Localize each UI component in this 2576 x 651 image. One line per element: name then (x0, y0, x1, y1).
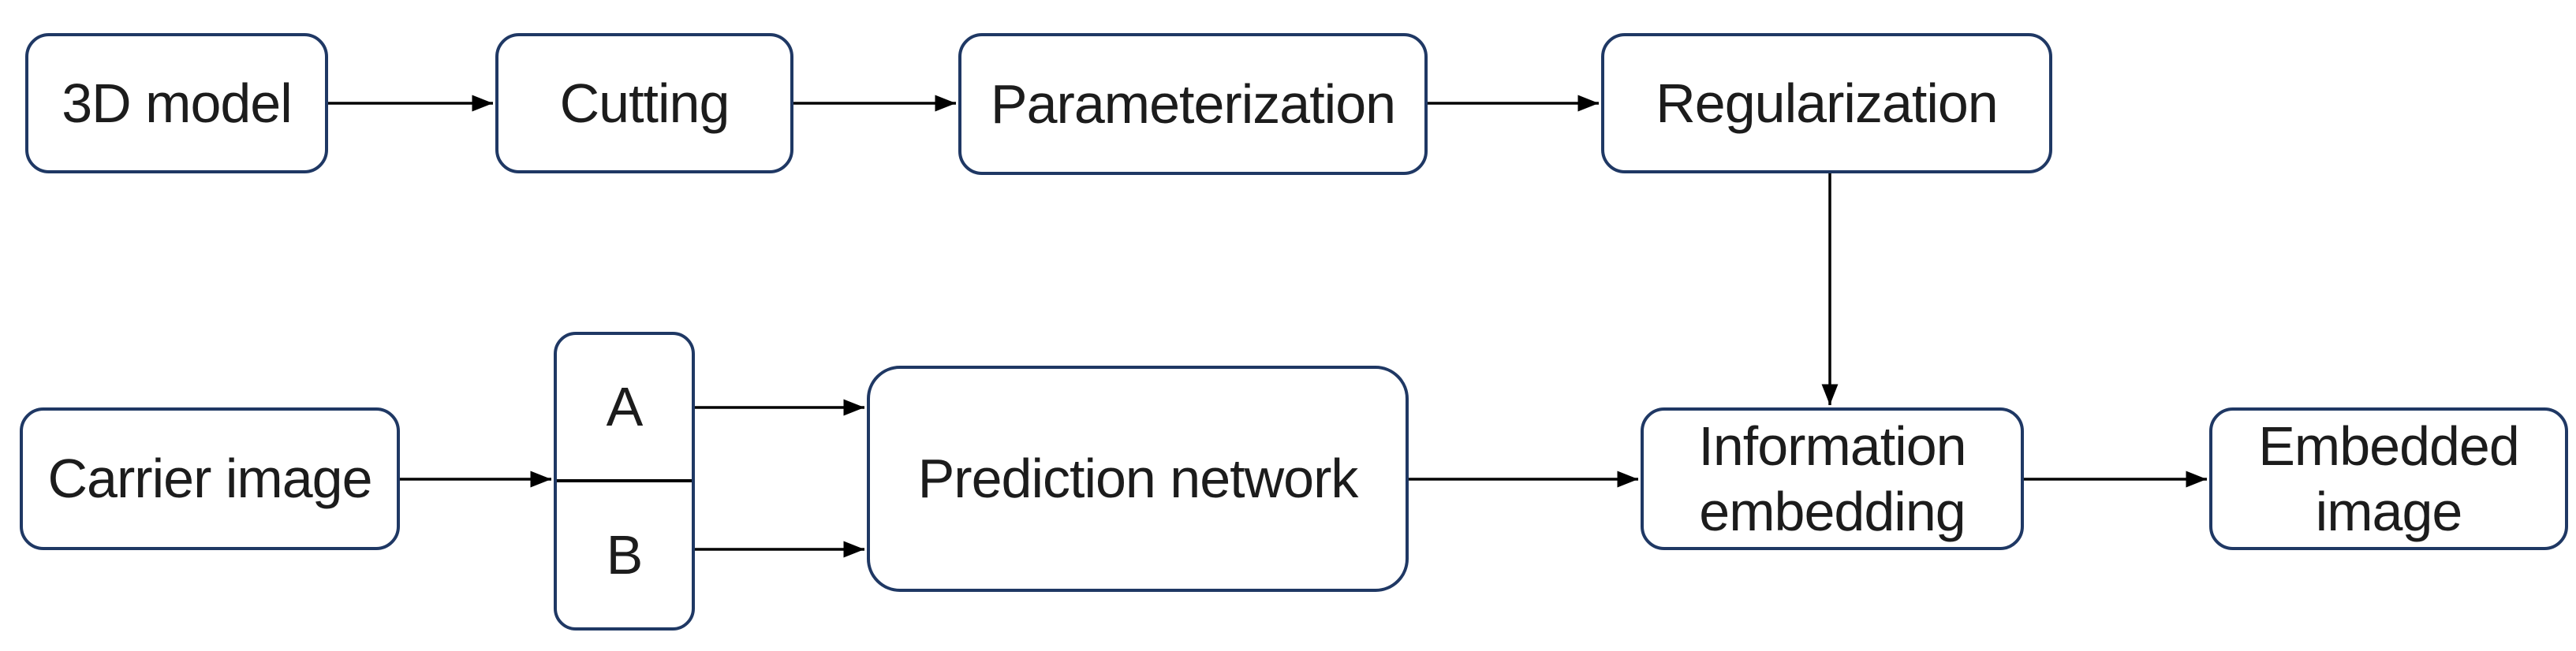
node-information-embedding: Information embedding (1641, 407, 2024, 550)
node-part-b-label: B (606, 523, 644, 586)
node-carrier-image-label: Carrier image (47, 448, 373, 510)
node-information-embedding-label: Information embedding (1698, 415, 1966, 542)
ab-cell-a: A (557, 335, 692, 479)
node-cutting-label: Cutting (559, 72, 730, 134)
ab-divider-line (557, 479, 692, 482)
node-prediction-network: Prediction network (867, 366, 1409, 592)
node-3d-model-label: 3D model (62, 72, 293, 134)
node-regularization-label: Regularization (1656, 72, 1998, 134)
node-carrier-image: Carrier image (20, 407, 400, 550)
node-embedded-image: Embedded image (2209, 407, 2568, 550)
node-ab-partition: A B (554, 332, 695, 631)
node-parameterization: Parameterization (958, 33, 1428, 175)
node-3d-model: 3D model (25, 33, 328, 173)
node-prediction-network-label: Prediction network (917, 448, 1359, 510)
node-embedded-image-label: Embedded image (2258, 415, 2520, 542)
ab-cell-b: B (557, 482, 692, 627)
node-regularization: Regularization (1601, 33, 2052, 173)
node-part-a-label: A (606, 376, 644, 438)
node-cutting: Cutting (495, 33, 793, 173)
node-parameterization-label: Parameterization (990, 73, 1396, 135)
